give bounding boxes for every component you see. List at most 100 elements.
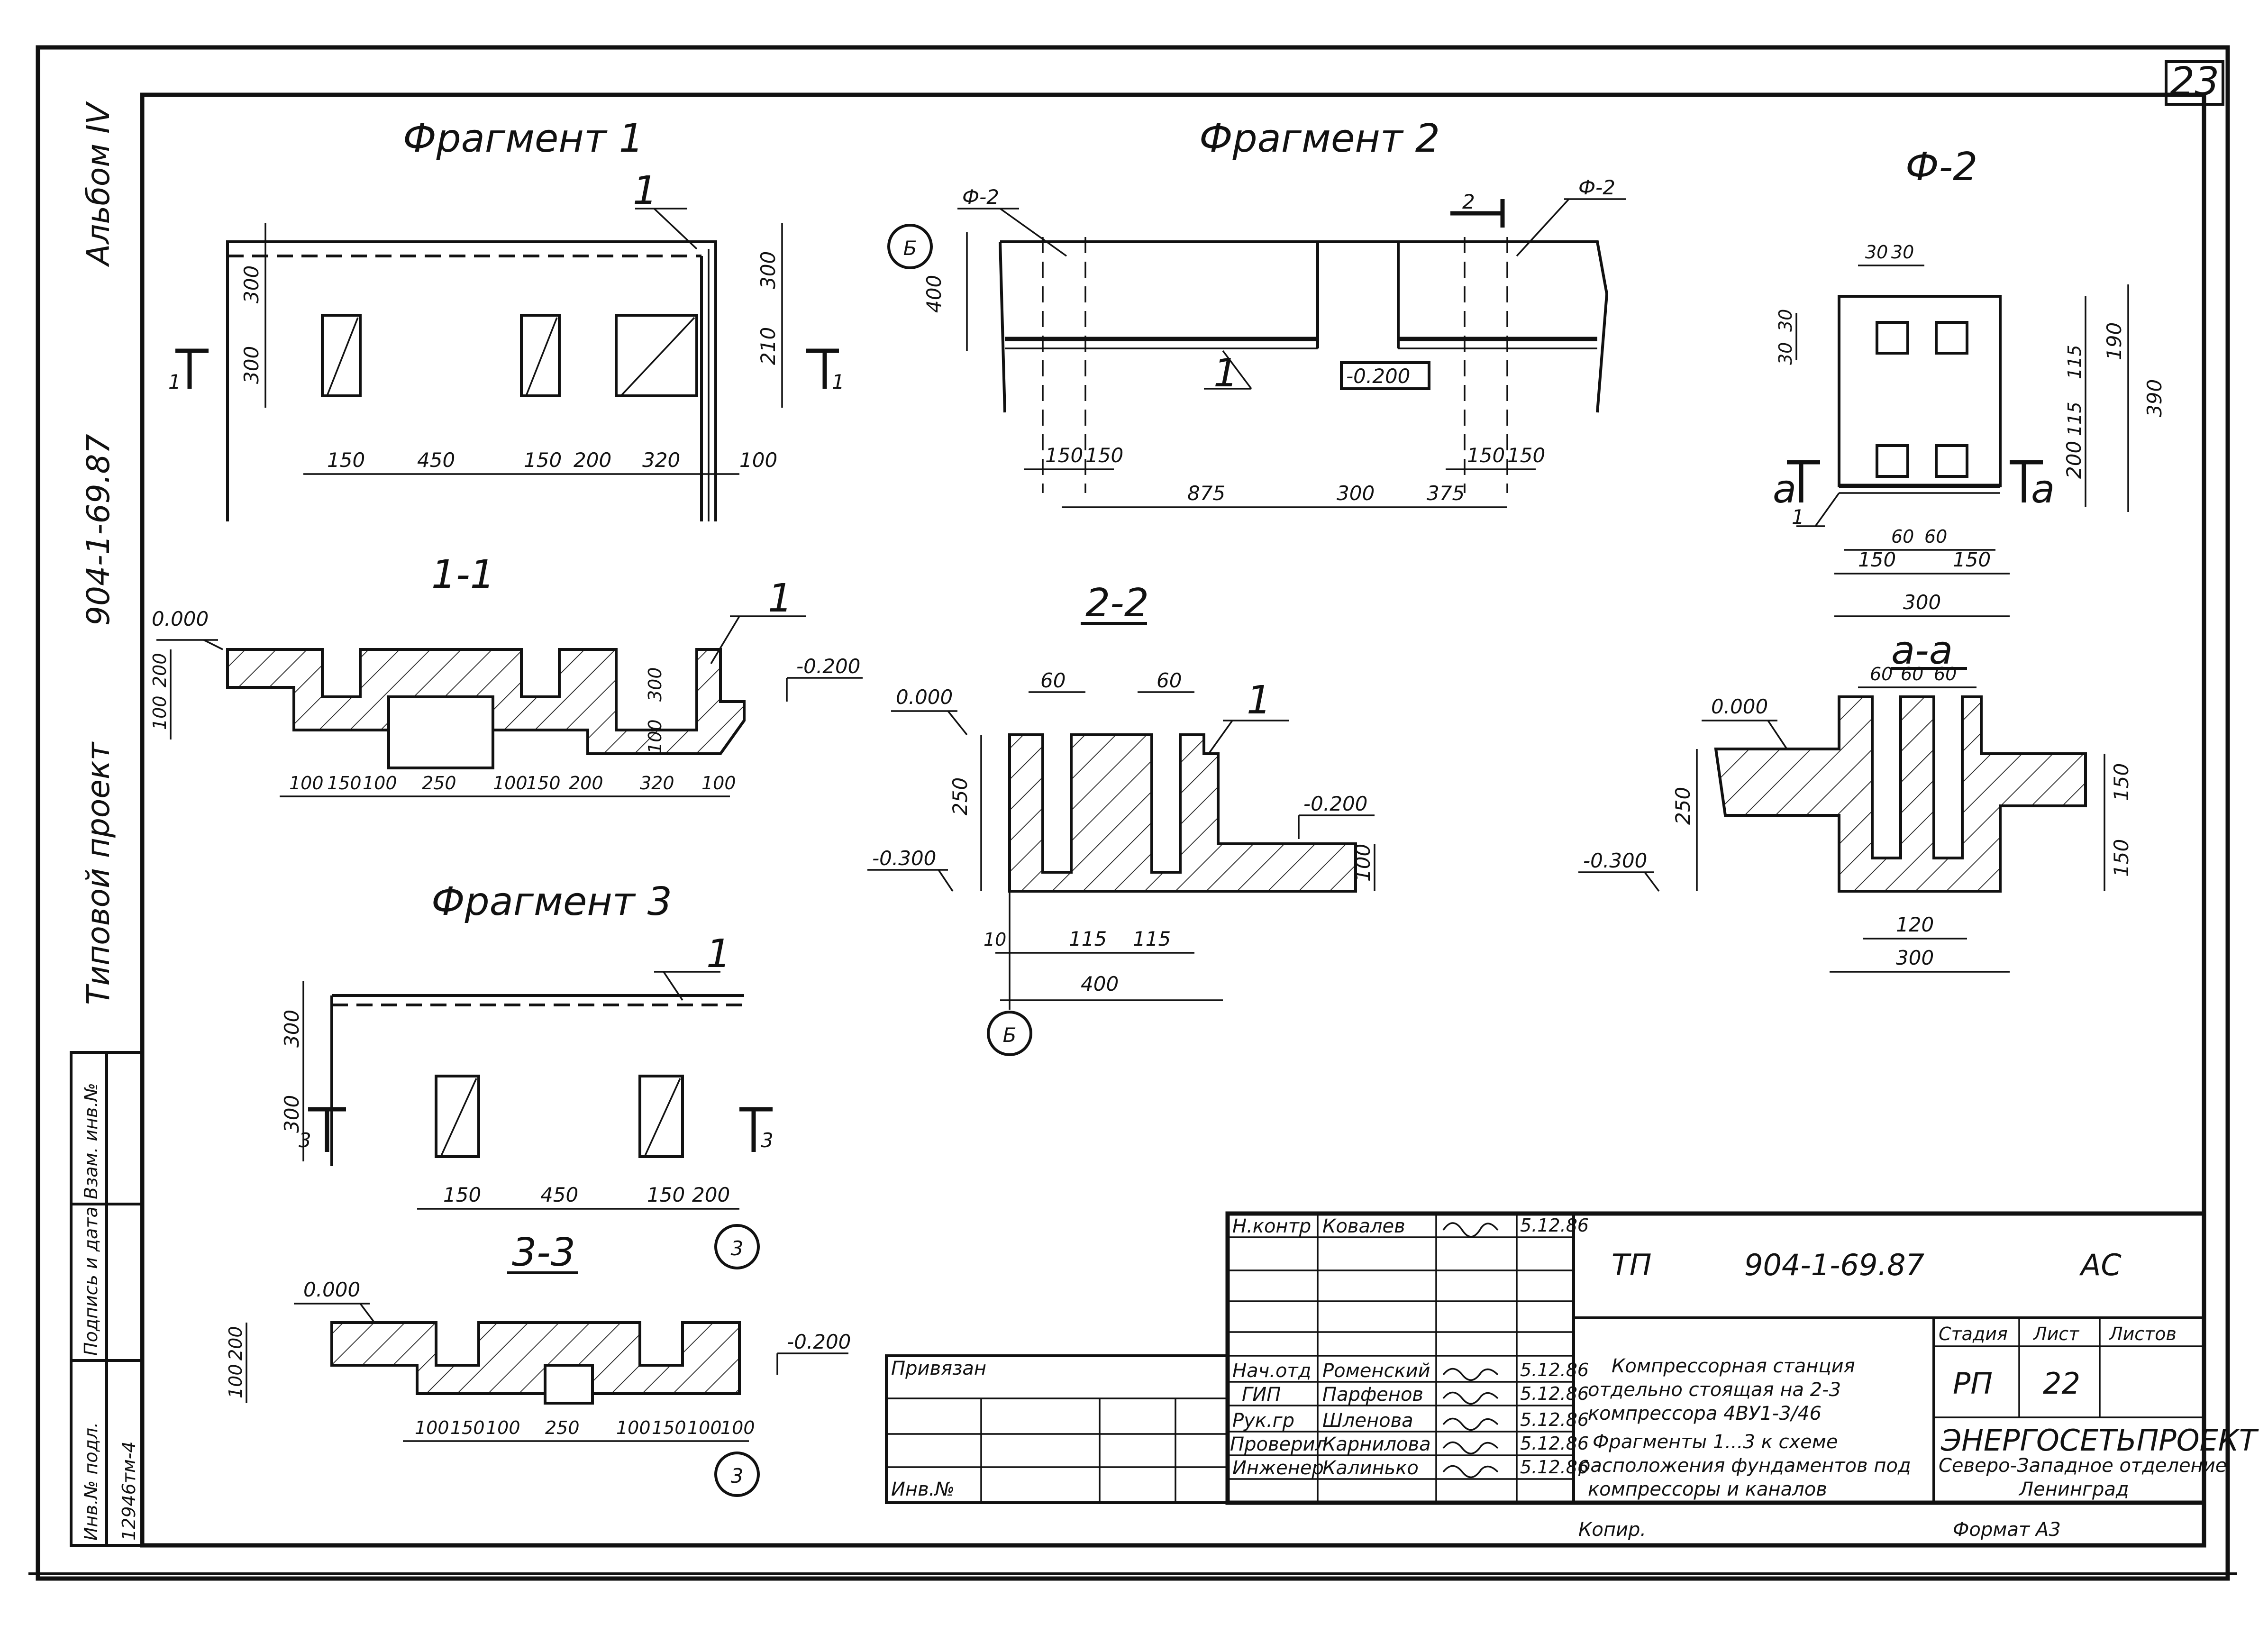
- tb-name-4: Карнилова: [1322, 1433, 1431, 1455]
- inv-label-2: Подпись и дата: [81, 1206, 101, 1356]
- s33-dim-5: 100: [616, 1417, 651, 1438]
- tb-desc1-2: компрессора 4ВУ1-3/46: [1588, 1403, 1822, 1424]
- f3-dim-450: 450: [540, 1183, 578, 1206]
- f2p-dim-190: 190: [2103, 322, 2126, 360]
- f2p-dim-150a: 150: [1858, 548, 1896, 571]
- album-label: Альбом IV: [80, 101, 117, 267]
- f2p-dim-300: 300: [1903, 591, 1941, 614]
- saa-dim-300: 300: [1896, 946, 1934, 969]
- s22-level-top: 0.000: [896, 685, 953, 709]
- s33-level-top: 0.000: [303, 1278, 360, 1301]
- s22-axis: Б: [1003, 1023, 1017, 1047]
- tb-stage: РП: [1953, 1366, 1993, 1401]
- tb-role-4: Проверил: [1230, 1433, 1327, 1455]
- saa-dim-60b: 60: [1901, 664, 1923, 685]
- tb-name-3: Шленова: [1322, 1410, 1413, 1432]
- s33-dim-1: 100: [415, 1417, 449, 1438]
- tb-desc1-0: Компрессорная станция: [1612, 1355, 1855, 1377]
- f2-dim-150a: 150: [1045, 444, 1083, 467]
- f2-dim-150b: 150: [1085, 444, 1123, 467]
- tb-date-5: 5.12.86: [1520, 1457, 1589, 1478]
- f1-dim-v300c: 300: [756, 251, 780, 289]
- tb-desc2-2: компрессоры и каналов: [1588, 1479, 1827, 1500]
- tb-sheet-label: Лист: [2032, 1324, 2080, 1344]
- f3-section-mark-right: 3: [761, 1129, 774, 1152]
- tb-role-1: Нач.отд: [1232, 1360, 1311, 1382]
- s22-dim-115a: 115: [1069, 927, 1107, 950]
- tb-desc2-0: Фрагменты 1...3 к схеме: [1593, 1431, 1838, 1453]
- tb-format: Формат А3: [1953, 1519, 2061, 1541]
- f2p-dim-390: 390: [2143, 379, 2166, 417]
- f1-dim-150b: 150: [524, 448, 562, 472]
- f2p-section-left: а: [1773, 467, 1796, 512]
- f2-callout: 1: [1213, 351, 1238, 396]
- saa-level-bottom: -0.300: [1583, 849, 1647, 872]
- tb-code-prefix: ТП: [1612, 1248, 1652, 1282]
- tb-mark: АС: [2079, 1248, 2122, 1282]
- tb-date-1: 5.12.86: [1520, 1360, 1589, 1380]
- s11-dim-v100b: 100: [645, 719, 665, 754]
- fragment-1: Фрагмент 1 150 450 150 200 320 100 300 3…: [168, 116, 845, 521]
- saa-dim-120: 120: [1896, 913, 1934, 936]
- f1-dim-v300a: 300: [240, 265, 263, 303]
- s22-dim-400: 400: [1081, 972, 1119, 995]
- f1-dim-150a: 150: [327, 448, 365, 472]
- s33-mark-circle: 3: [731, 1464, 744, 1488]
- s11-dim-v100: 100: [149, 695, 170, 730]
- f2-label-right: Ф-2: [1578, 176, 1615, 199]
- s22-dim-v250: 250: [948, 777, 972, 815]
- side-project-code: 904-1-69.87: [80, 434, 117, 626]
- s11-dim-2: 150: [327, 773, 362, 794]
- s11-dim-v300: 300: [645, 667, 665, 702]
- s22-dim-115b: 115: [1133, 927, 1171, 950]
- f2-dim-300: 300: [1337, 482, 1375, 505]
- saa-dim-v250: 250: [1671, 787, 1694, 825]
- s11-level-right: -0.200: [796, 655, 860, 678]
- s33-dim-3: 100: [486, 1417, 520, 1438]
- inv-value: 12946тм-4: [118, 1441, 139, 1541]
- tb-org3: Ленинград: [2018, 1479, 2129, 1500]
- f2-dim-150d: 150: [1507, 444, 1545, 467]
- title-block: Привязан Инв.№ Н.контр Нач.отд ГИП Рук.г…: [885, 1211, 2259, 1541]
- s22-dim-60a: 60: [1040, 669, 1066, 692]
- side-project-type: Типовой проект: [80, 741, 117, 1005]
- s22-level-right: -0.200: [1303, 792, 1367, 815]
- tb-desc2-1: расположения фундаментов под: [1578, 1455, 1911, 1477]
- side-margin: Альбом IV 904-1-69.87 Типовой проект Инв…: [70, 101, 144, 1547]
- f2p-dim-60a: 60: [1891, 526, 1914, 547]
- f3-callout: 1: [706, 931, 731, 977]
- s33-dim-7: 100: [687, 1417, 722, 1438]
- fragment-1-title: Фрагмент 1: [403, 116, 644, 161]
- outer-frame: [36, 45, 2230, 1581]
- s33-dim-6: 150: [652, 1417, 686, 1438]
- s33-dim-2: 150: [450, 1417, 485, 1438]
- saa-level-top: 0.000: [1711, 695, 1768, 718]
- tb-date-4: 5.12.86: [1520, 1433, 1589, 1454]
- f2-section-mark: 2: [1462, 190, 1475, 213]
- f3-dim-150a: 150: [443, 1183, 481, 1206]
- section-3-3-title: 3-3: [512, 1230, 575, 1275]
- f2p-dim-left30a: 30: [1775, 309, 1796, 332]
- f2p-dim-30a: 30: [1865, 242, 1888, 263]
- saa-dim-v150b: 150: [2110, 839, 2133, 877]
- tb-copied: Копир.: [1578, 1519, 1646, 1541]
- tb-org1: ЭНЕРГОСЕТЬПРОЕКТ: [1940, 1423, 2259, 1458]
- f3-dim-200: 200: [692, 1183, 730, 1206]
- fragment-3: Фрагмент 3 1 300 300 150 450 150 200 3 3…: [280, 879, 774, 1269]
- f3-dim-v300b: 300: [280, 1095, 303, 1133]
- saa-dim-v150a: 150: [2110, 763, 2133, 801]
- f2-dim-v400: 400: [922, 275, 946, 313]
- f2-dim-875: 875: [1187, 482, 1225, 505]
- f2p-section-right: а: [2031, 467, 2055, 512]
- tb-stage-label: Стадия: [1939, 1324, 2008, 1344]
- s33-dim-8: 100: [720, 1417, 755, 1438]
- section-a-a-title: а-а: [1891, 628, 1953, 673]
- f1-dim-v210: 210: [756, 327, 780, 365]
- f2-plan-title: Ф-2: [1905, 145, 1977, 190]
- tb-code: 904-1-69.87: [1744, 1248, 1924, 1282]
- s11-dim-1: 100: [289, 773, 324, 794]
- tb-privyazan: Привязан: [891, 1358, 986, 1379]
- tb-date-2: 5.12.86: [1520, 1383, 1589, 1404]
- tb-inv-no: Инв.№: [891, 1479, 955, 1500]
- f1-dim-320: 320: [642, 448, 680, 472]
